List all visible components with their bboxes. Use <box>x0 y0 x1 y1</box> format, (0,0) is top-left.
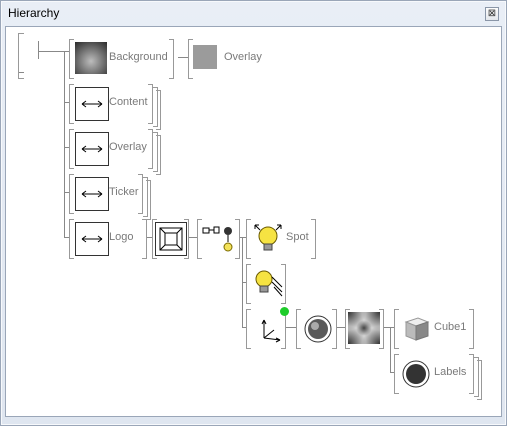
connector <box>38 41 39 59</box>
frame-icon <box>155 222 187 256</box>
node-ticker[interactable]: Ticker <box>69 174 151 220</box>
horizontal-arrow-icon <box>75 222 109 256</box>
connector <box>147 237 152 238</box>
connector <box>286 327 296 328</box>
connector <box>384 327 394 328</box>
node-cube1[interactable]: Cube1 <box>394 309 474 349</box>
connector <box>390 372 394 373</box>
connector <box>64 237 69 238</box>
node-directional-light[interactable] <box>246 264 286 304</box>
connector <box>337 327 345 328</box>
node-material[interactable] <box>296 309 337 349</box>
connector <box>64 192 69 193</box>
connector <box>240 237 246 238</box>
node-label: Overlay <box>224 51 262 63</box>
connector <box>242 327 246 328</box>
node-texture[interactable] <box>345 309 384 349</box>
close-button[interactable]: ⊠ <box>485 7 499 21</box>
connector <box>178 57 188 58</box>
directional-light-icon <box>252 267 284 299</box>
node-background[interactable]: Background <box>69 39 174 79</box>
sphere-material-icon <box>302 312 334 344</box>
label-disc-icon <box>400 357 432 389</box>
node-label: Cube1 <box>434 321 467 333</box>
node-label: Background <box>109 51 168 63</box>
connector <box>64 147 69 148</box>
connector <box>18 72 24 73</box>
connector <box>390 327 391 372</box>
node-label: Labels <box>434 366 467 378</box>
node-overlay[interactable]: Overlay <box>69 129 161 175</box>
node-light-group[interactable] <box>197 219 240 259</box>
node-label: Ticker <box>109 186 139 198</box>
gradient-icon <box>75 42 107 74</box>
node-labels[interactable]: Labels <box>394 354 482 400</box>
root-node[interactable] <box>18 33 28 79</box>
spot-light-icon <box>252 222 284 254</box>
axes-icon <box>252 312 284 344</box>
hierarchy-canvas: Background Overlay Content Overlay <box>5 26 502 417</box>
window-title: Hierarchy <box>8 6 60 20</box>
connector <box>242 282 246 283</box>
connector <box>64 51 65 237</box>
texture-icon <box>348 312 380 344</box>
connector <box>38 51 69 52</box>
active-indicator-dot <box>280 307 289 316</box>
node-content[interactable]: Content <box>69 84 161 130</box>
horizontal-arrow-icon <box>75 132 109 166</box>
node-logo[interactable]: Logo <box>69 219 147 259</box>
gray-square-icon <box>193 45 217 69</box>
cube-icon <box>400 312 432 344</box>
node-label: Logo <box>109 231 134 243</box>
node-label: Overlay <box>109 141 147 153</box>
connector <box>189 237 197 238</box>
node-axes[interactable] <box>246 309 286 349</box>
horizontal-arrow-icon <box>75 87 109 121</box>
connector <box>64 102 69 103</box>
node-overlay-root[interactable]: Overlay <box>188 39 272 79</box>
node-spot[interactable]: Spot <box>246 219 316 259</box>
node-label: Content <box>109 96 148 108</box>
light-group-icon <box>201 222 235 254</box>
node-label: Spot <box>286 231 309 243</box>
node-frame[interactable] <box>152 219 189 259</box>
horizontal-arrow-icon <box>75 177 109 211</box>
